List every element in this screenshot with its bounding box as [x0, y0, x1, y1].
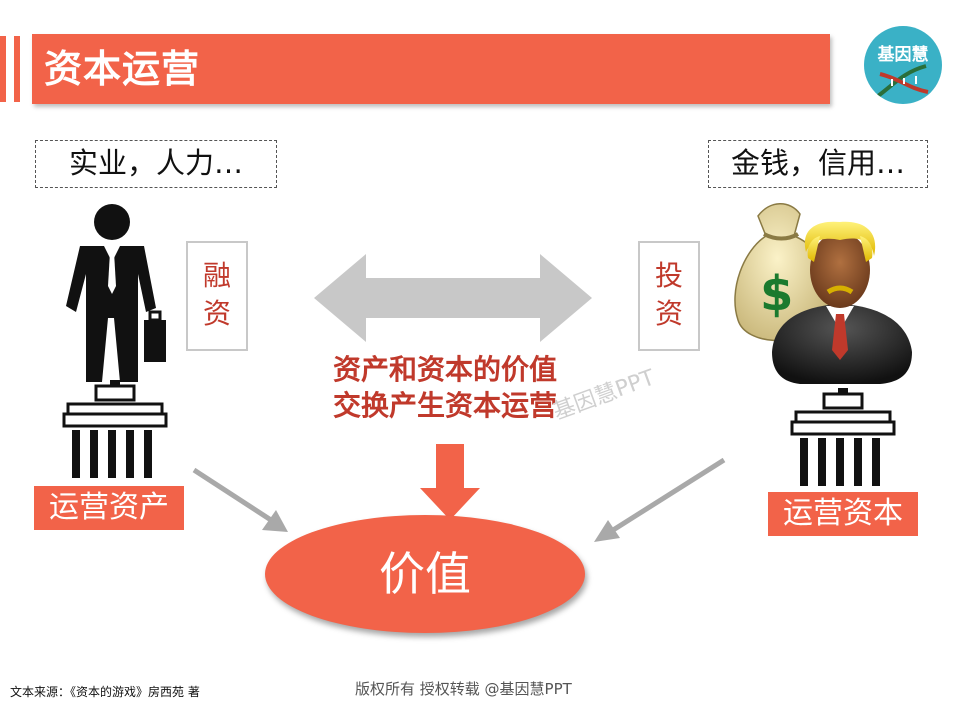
investment-label: 投资: [638, 241, 700, 351]
right-resource-label: 金钱，信用…: [708, 140, 928, 188]
building-icon: [790, 388, 896, 486]
left-resource-label: 实业，人力…: [35, 140, 277, 188]
center-text-line1: 资产和资本的价值: [332, 353, 557, 386]
exchange-arrow: [314, 254, 592, 342]
dna-icon: [876, 64, 929, 98]
page-title: 资本运营: [44, 47, 201, 91]
value-ellipse: 价值: [265, 515, 585, 633]
header-accent-bar: [0, 36, 6, 102]
investor-icon: [772, 221, 912, 384]
source-note: 文本来源：《资本的游戏》房西苑 著: [10, 685, 200, 699]
down-arrow: [420, 444, 480, 520]
financing-label: 融资: [186, 241, 248, 351]
operating-assets-label: 运营资产: [34, 486, 184, 530]
logo-text: 基因慧: [877, 45, 929, 65]
investment-text: 投资: [654, 259, 683, 330]
logo: 基因慧: [864, 26, 942, 104]
center-description: 资产和资本的价值 交换产生资本运营: [260, 352, 630, 424]
title-bar: 资本运营: [32, 34, 830, 104]
building-icon: [62, 380, 168, 478]
financing-text: 融资: [202, 259, 231, 330]
businessman-icon: [66, 204, 166, 382]
copyright-note: 版权所有 授权转载 @基因慧PPT: [355, 680, 572, 698]
operating-capital-label: 运营资本: [768, 492, 918, 536]
right-diagonal-arrow: [594, 457, 726, 542]
left-diagonal-arrow: [192, 467, 288, 532]
value-text: 价值: [379, 547, 471, 601]
header-accent-bar: [14, 36, 20, 102]
dollar-sign-icon: $: [760, 266, 793, 322]
center-text-line2: 交换产生资本运营: [332, 389, 557, 422]
